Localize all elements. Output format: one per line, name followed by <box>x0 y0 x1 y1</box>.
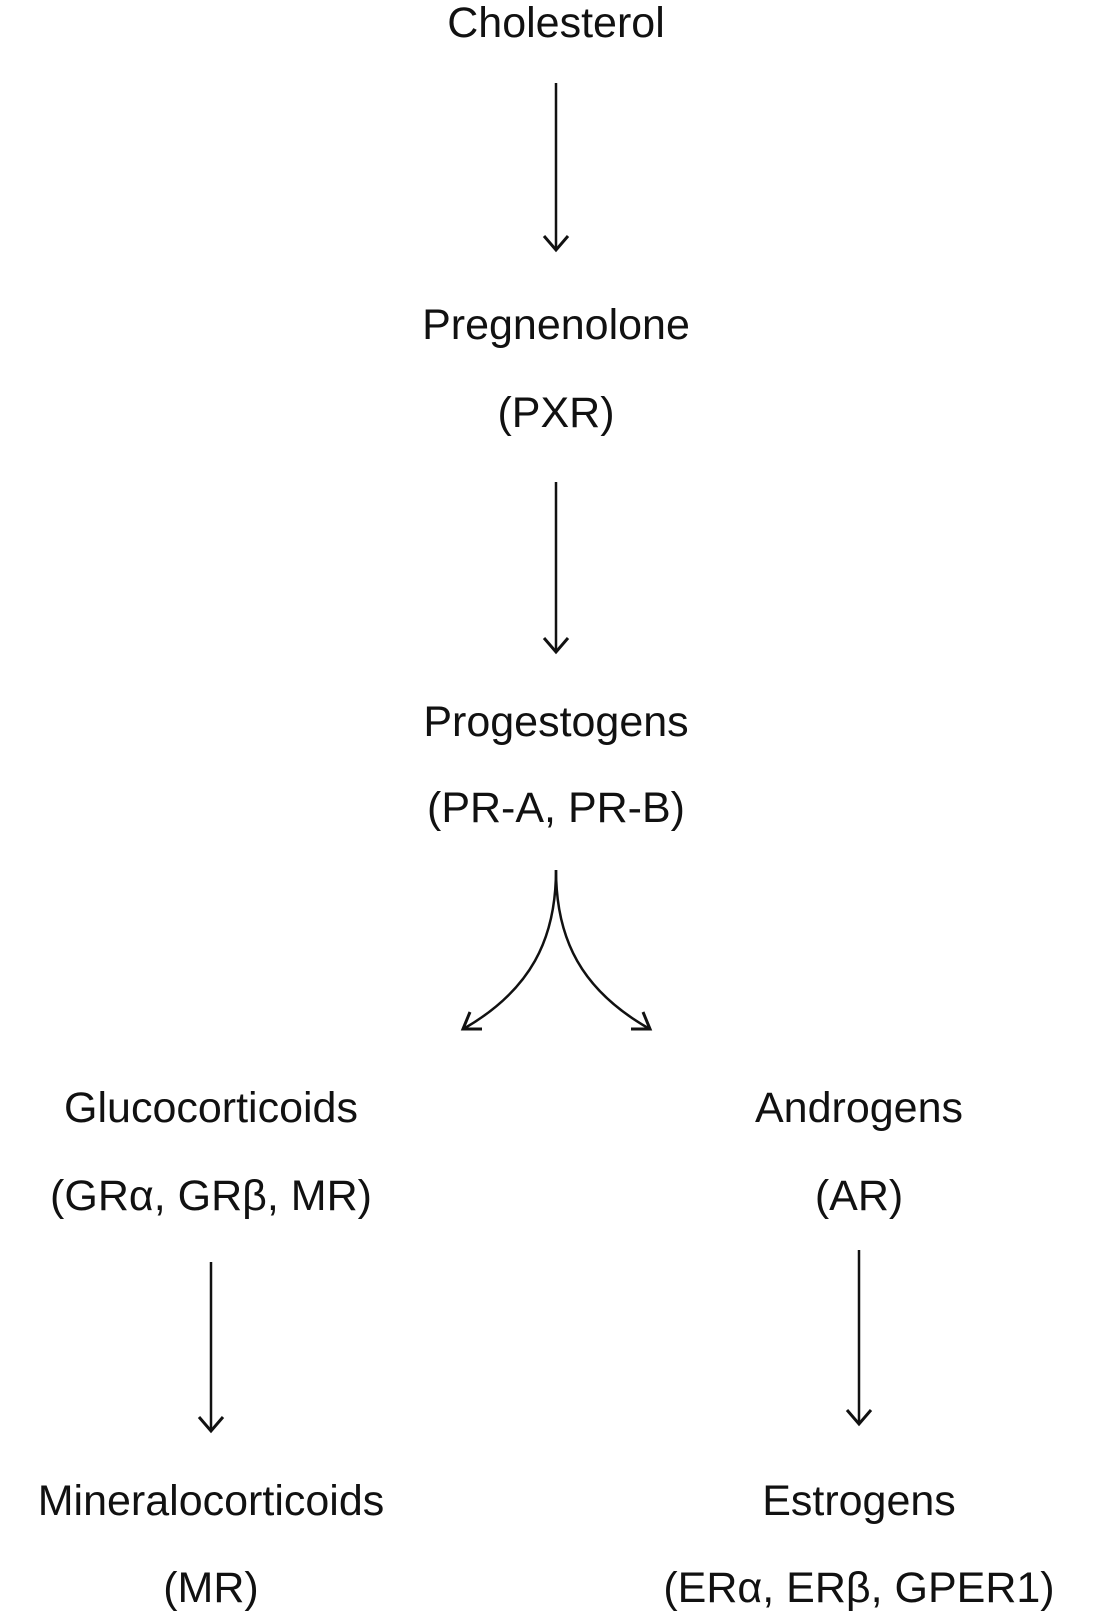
node-glucocorticoids-receptors: (GRα, GRβ, MR) <box>50 1172 372 1220</box>
node-pregnenolone-name: Pregnenolone <box>422 301 690 349</box>
arrow-progestogens-to-glucocorticoids <box>460 869 558 1031</box>
arrow-androgens-to-estrogens <box>845 1250 873 1427</box>
node-estrogens-receptors: (ERα, ERβ, GPER1) <box>663 1564 1055 1612</box>
node-pregnenolone-receptors: (PXR) <box>497 389 615 437</box>
arrow-pregnenolone-to-progestogens <box>542 482 570 655</box>
node-progestogens-name: Progestogens <box>423 698 689 746</box>
arrow-glucocorticoids-to-mineralocorticoids <box>197 1262 225 1434</box>
node-mineralocorticoids-name: Mineralocorticoids <box>37 1477 385 1525</box>
node-glucocorticoids-name: Glucocorticoids <box>64 1084 358 1132</box>
arrow-progestogens-to-androgens <box>554 869 653 1031</box>
node-progestogens-receptors: (PR-A, PR-B) <box>427 784 685 832</box>
arrow-cholesterol-to-pregnenolone <box>542 83 570 253</box>
node-cholesterol-name: Cholesterol <box>447 0 665 47</box>
node-androgens-name: Androgens <box>755 1084 963 1132</box>
node-androgens-receptors: (AR) <box>814 1172 904 1220</box>
node-mineralocorticoids-receptors: (MR) <box>163 1564 259 1612</box>
node-estrogens-name: Estrogens <box>762 1477 956 1525</box>
